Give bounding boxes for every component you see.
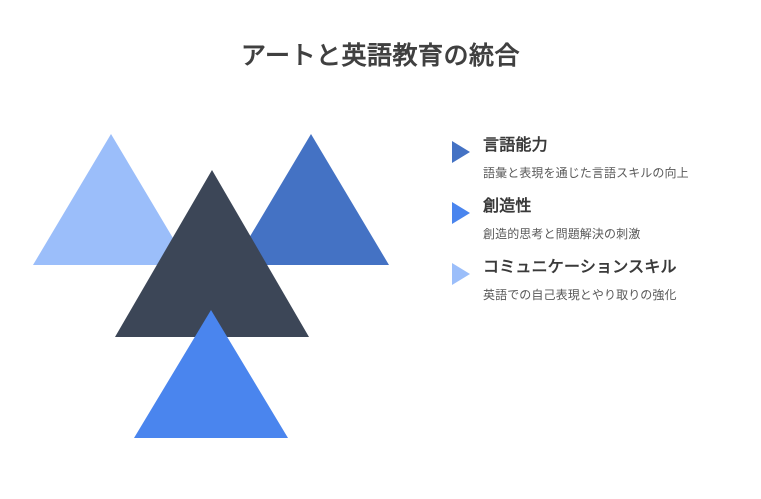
feature-list: 言語能力 語彙と表現を通じた言語スキルの向上 創造性 創造的思考と問題解決の刺激…	[452, 135, 747, 305]
page-title: アートと英語教育の統合	[240, 42, 520, 70]
list-item-heading: 創造性	[483, 198, 532, 216]
right-triangle-bullet-icon	[452, 263, 470, 286]
right-triangle-bullet-icon	[452, 202, 470, 225]
triangles-graphic	[0, 110, 430, 460]
list-item: 創造性 創造的思考と問題解決の刺激	[452, 196, 747, 243]
triangle-center-shape	[115, 170, 309, 337]
triangles-svg	[33, 134, 389, 438]
triangle-bottom-shape	[134, 310, 288, 438]
list-item-description: 創造的思考と問題解決の刺激	[483, 226, 641, 241]
triangle-right-shape	[233, 134, 389, 265]
list-item-description: 英語での自己表現とやり取りの強化	[483, 287, 677, 302]
list-item-heading: 言語能力	[483, 137, 548, 154]
list-item: 言語能力 語彙と表現を通じた言語スキルの向上	[452, 135, 747, 182]
right-triangle-bullet-icon	[452, 141, 470, 163]
triangle-left-shape	[33, 134, 189, 265]
list-item-heading: コミュニケーションスキル	[483, 259, 677, 277]
list-item-description: 語彙と表現を通じた言語スキルの向上	[483, 165, 689, 180]
list-item: コミュニケーションスキル 英語での自己表現とやり取りの強化	[452, 257, 747, 304]
